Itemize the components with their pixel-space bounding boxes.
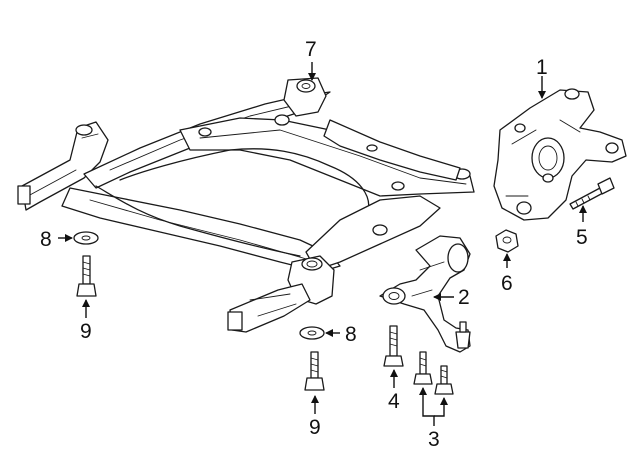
callout-4: 4 [388, 390, 400, 413]
callout-8-right: 8 [345, 323, 357, 346]
arm-bolt-icon [383, 325, 404, 367]
mount-bolt-icon [76, 255, 97, 297]
flange-nut-icon [495, 229, 519, 253]
arm-bolts-icon [413, 351, 454, 395]
callout-3: 3 [428, 428, 440, 451]
callout-5: 5 [576, 226, 588, 249]
callout-1: 1 [536, 56, 548, 79]
washer-icon [299, 326, 325, 340]
washer-icon [73, 231, 99, 245]
subframe-icon [17, 77, 475, 333]
callout-9-left: 9 [80, 320, 92, 343]
callout-9-right: 9 [309, 416, 321, 439]
callout-8-left: 8 [40, 228, 52, 251]
steering-knuckle-icon [493, 88, 627, 221]
callout-7: 7 [305, 38, 317, 61]
callout-2: 2 [458, 286, 470, 309]
mount-bolt-icon [304, 351, 325, 391]
leader-arrows [58, 62, 587, 426]
callout-6: 6 [501, 272, 513, 295]
knuckle-bolt-icon [569, 177, 615, 210]
